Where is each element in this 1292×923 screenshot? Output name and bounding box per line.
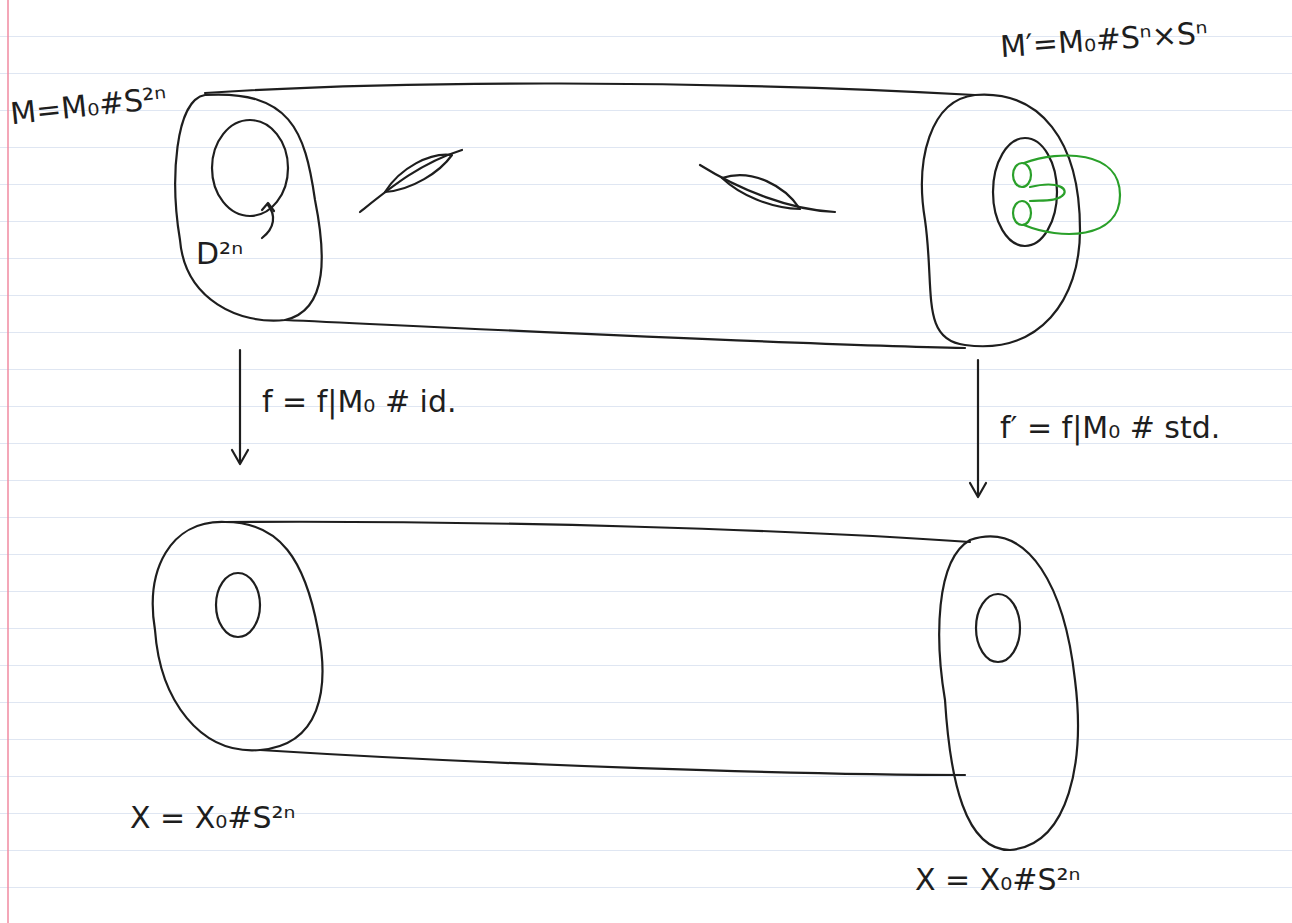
formula-label: X = X₀#S²ⁿ: [915, 862, 1081, 898]
genus-handle: [385, 155, 452, 192]
handle-attachment: [1013, 155, 1120, 233]
cylinder-edge: [285, 320, 965, 348]
disk-hole: [212, 120, 288, 216]
leader-arrow: [262, 205, 273, 238]
boundary-end: [939, 537, 1078, 850]
formula-label: X = X₀#S²ⁿ: [130, 800, 296, 836]
margin-line: [7, 0, 9, 923]
attaching-sphere: [1013, 201, 1031, 225]
boundary-end: [922, 95, 1080, 347]
arrow-head: [262, 203, 274, 211]
arrow-head: [232, 450, 248, 464]
formula-label: M′=M₀#Sⁿ×Sⁿ: [999, 15, 1209, 65]
genus-handle: [700, 165, 835, 212]
disk-hole: [993, 138, 1057, 246]
formula-label: f = f|M₀ # id.: [262, 384, 456, 420]
arrow-head: [970, 483, 986, 497]
disk-hole: [216, 573, 260, 637]
handle-arc: [1024, 155, 1120, 233]
map-arrow: [977, 360, 979, 495]
boundary-end: [153, 522, 323, 750]
cylinder-edge: [260, 750, 965, 775]
map-arrow: [239, 350, 241, 462]
formula-label: f′ = f|M₀ # std.: [1000, 410, 1220, 446]
attaching-sphere: [1013, 163, 1031, 187]
formula-label: D²ⁿ: [196, 236, 243, 272]
genus-handle: [360, 150, 462, 212]
handle-arc: [1030, 185, 1065, 201]
genus-handle: [722, 175, 800, 209]
cylinder-edge: [225, 522, 970, 542]
formula-label: M=M₀#S²ⁿ: [9, 80, 169, 132]
cylinder-edge: [205, 83, 975, 95]
disk-hole: [976, 594, 1020, 662]
boundary-end: [175, 95, 321, 321]
